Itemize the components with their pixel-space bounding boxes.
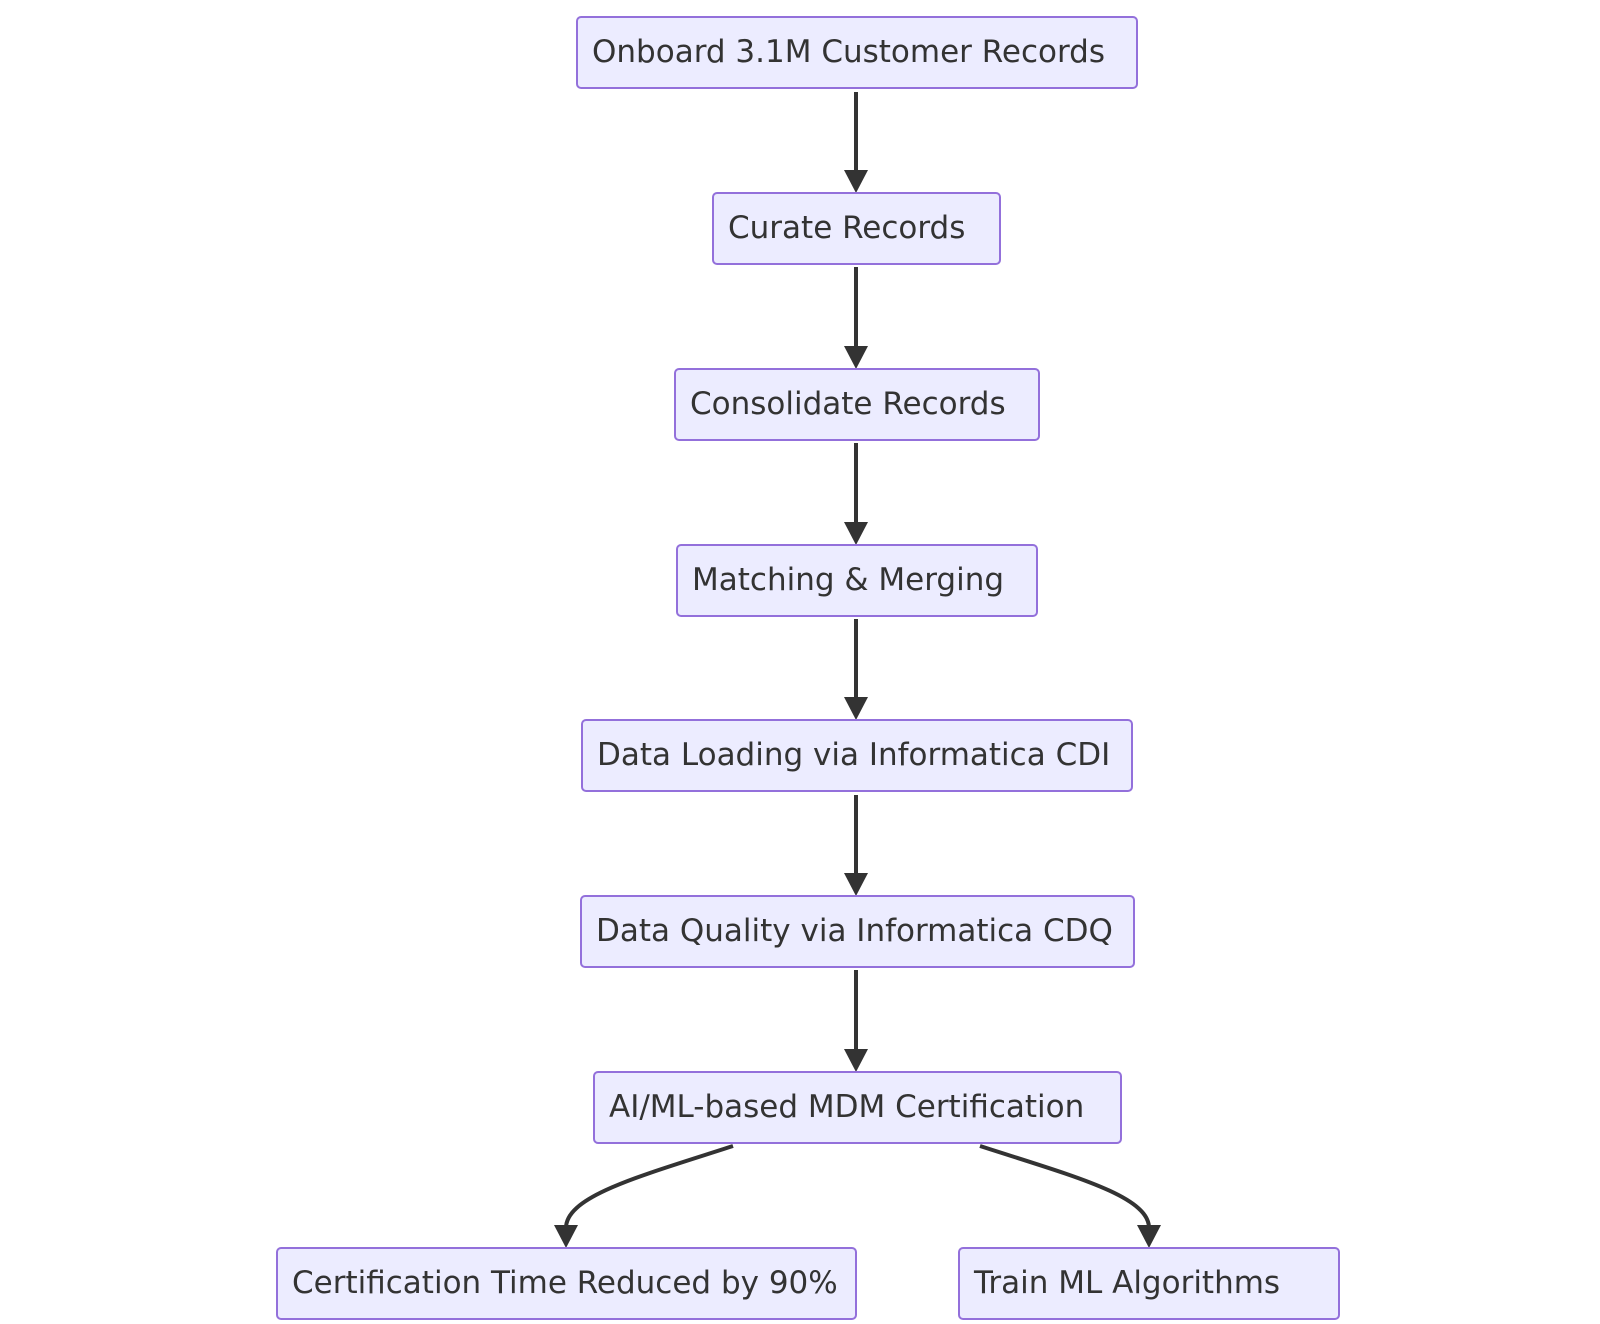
- arrowhead-matching: [844, 522, 868, 545]
- node-data-quality-cdq: Data Quality via Informatica CDQ: [580, 895, 1135, 968]
- arrowhead-train: [1137, 1225, 1161, 1248]
- arrowhead-cdi: [844, 697, 868, 720]
- node-data-loading-cdi: Data Loading via Informatica CDI: [581, 719, 1133, 792]
- arrowhead-curate: [844, 170, 868, 193]
- node-mdm-certification: AI/ML-based MDM Certification: [593, 1071, 1122, 1144]
- node-consolidate-records: Consolidate Records: [674, 368, 1040, 441]
- node-matching-merging: Matching & Merging: [676, 544, 1038, 617]
- node-train-ml-algorithms: Train ML Algorithms: [958, 1247, 1340, 1320]
- arrowhead-consolidate: [844, 346, 868, 369]
- arrowhead-reduced: [554, 1225, 578, 1248]
- node-certification-time-reduced: Certification Time Reduced by 90%: [276, 1247, 857, 1320]
- arrowhead-certification: [844, 1049, 868, 1072]
- node-onboard-customer-records: Onboard 3.1M Customer Records: [576, 16, 1138, 89]
- edge-certification-to-reduced: [564, 1144, 734, 1229]
- edge-certification-to-train: [979, 1144, 1151, 1229]
- arrowhead-cdq: [844, 873, 868, 896]
- node-curate-records: Curate Records: [712, 192, 1001, 265]
